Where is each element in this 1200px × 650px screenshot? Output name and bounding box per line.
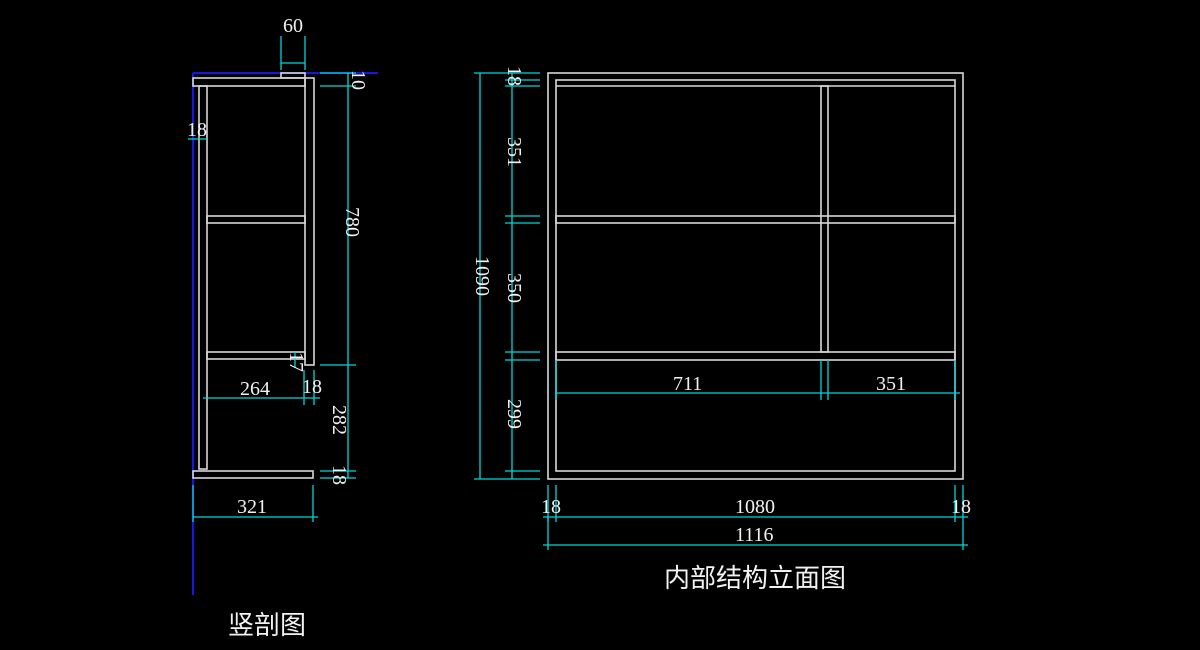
- dim-right-side: 18: [951, 496, 971, 518]
- vertical-divider: [820, 85, 829, 353]
- dim-inner-depth: 264: [240, 378, 270, 400]
- dim-right-bay-width: 351: [876, 373, 906, 395]
- dim-total-width: 1116: [735, 524, 774, 546]
- dim-side-thickness: 18: [187, 119, 207, 141]
- dim-left-bay-width: 711: [673, 373, 702, 395]
- dim-upper-height: 780: [341, 207, 363, 237]
- dim-middle-bay: 350: [503, 273, 525, 303]
- dim-lower-height: 282: [328, 405, 350, 435]
- dim-lower-bay: 299: [503, 399, 525, 429]
- elevation-view: 1090 18 351 350 299 711 351 18 1080 18 1…: [471, 66, 971, 594]
- inner-frame: [555, 79, 956, 472]
- section-view: 60 10 18 780 17 264 18 282 18 321 竖剖图: [187, 15, 378, 641]
- top-panel: [192, 77, 306, 87]
- dim-bottom-thickness: 18: [328, 465, 350, 485]
- dim-shelf-gap: 17: [285, 352, 307, 372]
- elevation-dimensions: [474, 72, 968, 550]
- dim-upper-bay: 351: [503, 137, 525, 167]
- dim-inner-width: 1080: [735, 496, 775, 518]
- upper-shelf: [555, 215, 956, 224]
- side-panel: [198, 85, 208, 470]
- dim-total-depth: 321: [237, 496, 267, 518]
- dim-top-width: 60: [283, 15, 303, 37]
- shelf-lower: [206, 351, 306, 360]
- dim-top-rail: 18: [503, 66, 525, 86]
- bottom-panel: [192, 470, 314, 479]
- section-dimensions: [188, 36, 356, 522]
- dim-left-side: 18: [541, 496, 561, 518]
- elevation-view-title: 内部结构立面图: [664, 564, 846, 594]
- back-panel: [304, 77, 315, 366]
- lower-shelf: [555, 351, 956, 361]
- shelf-upper: [206, 215, 306, 224]
- outer-frame: [547, 72, 964, 480]
- section-view-title: 竖剖图: [228, 611, 306, 641]
- dim-top-thickness: 10: [347, 70, 369, 90]
- dim-total-height: 1090: [471, 256, 493, 296]
- dim-back-thickness: 18: [302, 376, 322, 398]
